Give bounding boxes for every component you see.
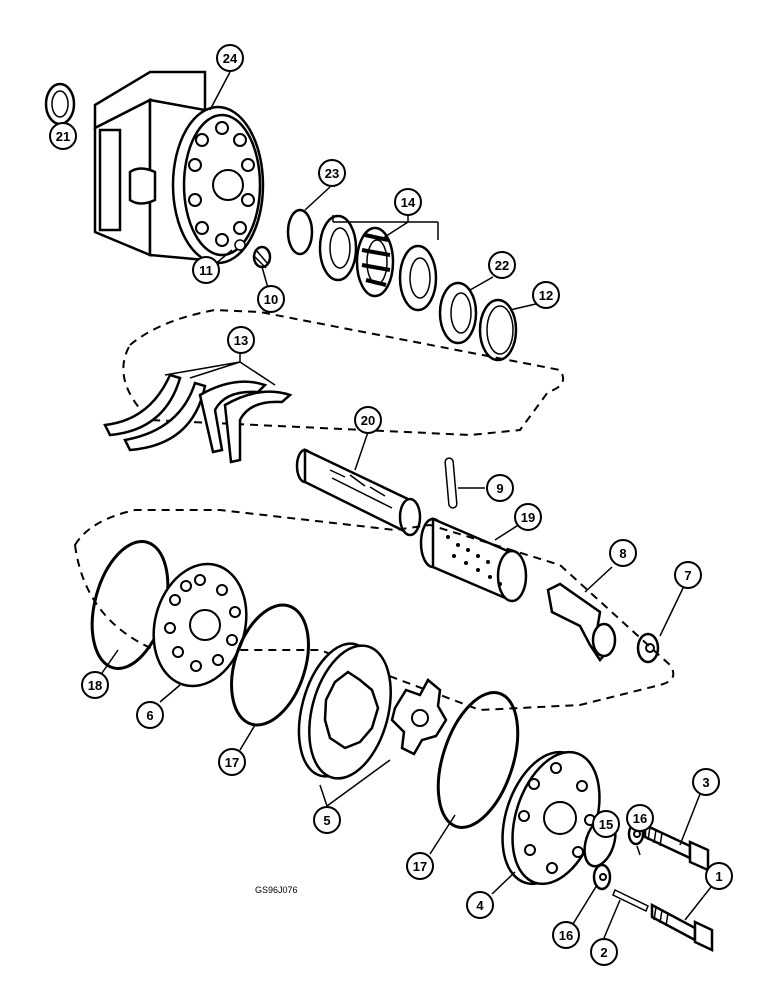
cap-screw-upper-part	[643, 823, 710, 872]
cap-screw-lower-part	[650, 902, 714, 952]
spacer-part	[636, 632, 660, 664]
svg-text:16: 16	[559, 928, 573, 943]
callout-21: 21	[49, 122, 77, 150]
callout-16-lower: 16	[552, 921, 580, 949]
callout-3: 3	[692, 768, 720, 796]
spacer-washer-part	[438, 281, 478, 345]
callout-12: 12	[532, 281, 560, 309]
washer-lower-part	[592, 863, 612, 891]
callout-6: 6	[136, 701, 164, 729]
callout-11: 11	[192, 256, 220, 284]
o-ring-part	[286, 208, 314, 256]
svg-text:12: 12	[539, 288, 553, 303]
lower-kit-dashed-boundary	[73, 509, 675, 712]
svg-text:8: 8	[619, 546, 626, 561]
svg-text:13: 13	[234, 333, 248, 348]
callout-17-lower: 17	[406, 852, 434, 880]
svg-text:10: 10	[264, 292, 278, 307]
callout-1: 1	[705, 862, 733, 890]
callout-14: 14	[394, 188, 422, 216]
svg-text:16: 16	[633, 811, 647, 826]
svg-text:3: 3	[702, 775, 709, 790]
leader-lines	[59, 71, 712, 939]
callout-5: 5	[313, 806, 341, 834]
bushing-segments-part	[103, 373, 293, 464]
seal-ring-lower-part	[436, 691, 520, 829]
svg-text:22: 22	[495, 258, 509, 273]
callout-8: 8	[609, 539, 637, 567]
svg-text:23: 23	[325, 166, 339, 181]
callout-13: 13	[227, 326, 255, 354]
callout-19: 19	[514, 503, 542, 531]
callout-23: 23	[318, 159, 346, 187]
callout-7: 7	[674, 561, 702, 589]
housing-part	[93, 70, 265, 265]
drive-shaft-part	[546, 582, 617, 663]
upper-kit-dashed-boundary	[122, 308, 564, 437]
svg-text:11: 11	[199, 263, 213, 278]
plug-part	[252, 245, 272, 269]
callout-4: 4	[466, 891, 494, 919]
gerotor-star-part	[390, 678, 448, 756]
callout-2: 2	[590, 938, 618, 966]
svg-text:14: 14	[401, 195, 416, 210]
callout-16-upper: 16	[626, 804, 654, 832]
svg-text:18: 18	[88, 678, 102, 693]
dowel-pin-part	[612, 888, 649, 913]
drawing-code-label: GS96J076	[255, 885, 298, 895]
retaining-ring-part	[478, 298, 518, 362]
callout-22: 22	[488, 251, 516, 279]
svg-text:6: 6	[146, 708, 153, 723]
cross-pin-part	[444, 457, 458, 509]
svg-text:1: 1	[715, 869, 722, 884]
callout-24: 24	[216, 44, 244, 72]
spool-part	[295, 448, 422, 537]
svg-text:17: 17	[225, 755, 239, 770]
valve-plate-part	[152, 562, 248, 688]
callout-20: 20	[354, 406, 382, 434]
callout-15: 15	[592, 810, 620, 838]
svg-text:9: 9	[496, 481, 503, 496]
check-ball-part	[234, 239, 246, 251]
svg-text:24: 24	[223, 51, 238, 66]
svg-text:15: 15	[599, 817, 613, 832]
callout-9: 9	[486, 474, 514, 502]
svg-text:4: 4	[476, 898, 484, 913]
seal-part	[44, 82, 76, 126]
gerotor-ring-part	[297, 642, 392, 780]
thrust-bearing-assembly	[318, 214, 438, 312]
svg-text:7: 7	[684, 568, 691, 583]
svg-text:21: 21	[56, 129, 70, 144]
callout-18: 18	[81, 671, 109, 699]
seal-ring-upper-part	[230, 603, 310, 727]
sleeve-part	[419, 517, 528, 603]
svg-text:19: 19	[521, 510, 535, 525]
svg-text:20: 20	[361, 413, 375, 428]
end-cap-part	[501, 750, 601, 886]
svg-text:17: 17	[413, 859, 427, 874]
svg-text:5: 5	[323, 813, 330, 828]
svg-text:2: 2	[600, 945, 607, 960]
callout-17-upper: 17	[218, 748, 246, 776]
callout-10: 10	[257, 285, 285, 313]
